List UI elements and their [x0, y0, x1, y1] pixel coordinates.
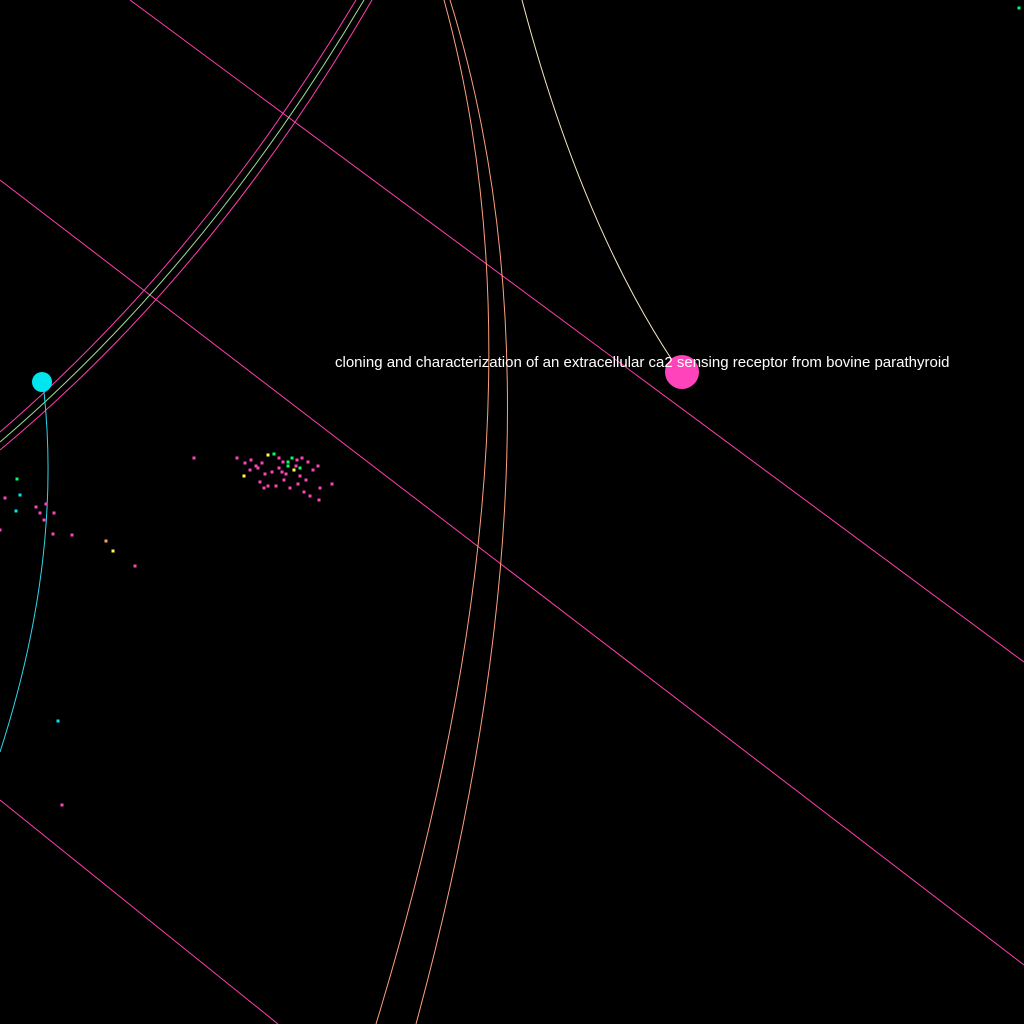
graph-node[interactable] [263, 472, 267, 476]
graph-node[interactable] [302, 490, 306, 494]
graph-node[interactable] [288, 486, 292, 490]
graph-node[interactable] [60, 803, 64, 807]
graph-node[interactable] [258, 480, 262, 484]
graph-node[interactable] [56, 719, 60, 723]
graph-node[interactable] [298, 474, 302, 478]
graph-node[interactable] [308, 494, 312, 498]
graph-node[interactable] [3, 496, 7, 500]
graph-node[interactable] [295, 458, 299, 462]
graph-node[interactable] [52, 511, 56, 515]
graph-node[interactable] [280, 470, 284, 474]
edge [0, 391, 49, 753]
graph-node[interactable] [256, 466, 260, 470]
graph-node[interactable] [277, 466, 281, 470]
graph-node[interactable] [311, 468, 315, 472]
graph-node[interactable] [318, 486, 322, 490]
graph-node[interactable] [18, 493, 22, 497]
graph-node[interactable] [192, 456, 196, 460]
graph-node[interactable] [51, 532, 55, 536]
graph-node[interactable] [249, 458, 253, 462]
graph-node[interactable] [104, 539, 108, 543]
edge [129, 0, 1024, 663]
node-layer[interactable] [32, 355, 699, 392]
graph-node[interactable] [281, 460, 285, 464]
graph-node[interactable] [304, 478, 308, 482]
graph-node[interactable] [254, 464, 258, 468]
graph-node[interactable] [14, 509, 18, 513]
graph-node[interactable] [243, 461, 247, 465]
graph-node[interactable] [296, 482, 300, 486]
secondary-node[interactable] [32, 372, 52, 392]
node-cluster-layer [0, 6, 1021, 807]
graph-node[interactable] [38, 511, 42, 515]
graph-node[interactable] [270, 470, 274, 474]
graph-node[interactable] [284, 472, 288, 476]
graph-node[interactable] [42, 518, 46, 522]
graph-node[interactable] [133, 564, 137, 568]
graph-node[interactable] [290, 456, 294, 460]
graph-node[interactable] [316, 464, 320, 468]
graph-node[interactable] [317, 498, 321, 502]
focused-node[interactable] [665, 355, 699, 389]
graph-node[interactable] [44, 502, 48, 506]
graph-node[interactable] [266, 484, 270, 488]
graph-node[interactable] [272, 452, 276, 456]
graph-node[interactable] [306, 460, 310, 464]
edge [0, 0, 357, 433]
graph-node[interactable] [1017, 6, 1021, 10]
edge [415, 0, 508, 1024]
graph-node[interactable] [260, 461, 264, 465]
graph-node[interactable] [274, 484, 278, 488]
edge [0, 0, 365, 443]
edge [0, 179, 1024, 966]
focused-node-label: cloning and characterization of an extra… [335, 354, 950, 371]
graph-node[interactable] [330, 482, 334, 486]
graph-node[interactable] [248, 468, 252, 472]
graph-node[interactable] [292, 468, 296, 472]
graph-node[interactable] [266, 453, 270, 457]
graph-node[interactable] [277, 456, 281, 460]
graph-node[interactable] [70, 533, 74, 537]
graph-node[interactable] [15, 477, 19, 481]
graph-node[interactable] [282, 478, 286, 482]
graph-node[interactable] [235, 456, 239, 460]
graph-node[interactable] [262, 486, 266, 490]
graph-node[interactable] [242, 474, 246, 478]
graph-node[interactable] [34, 505, 38, 509]
edge [521, 0, 673, 361]
edge [375, 0, 490, 1024]
edge [0, 0, 373, 451]
edge [0, 799, 279, 1024]
graph-node[interactable] [294, 464, 298, 468]
graph-node[interactable] [298, 466, 302, 470]
graph-node[interactable] [286, 464, 290, 468]
graph-node[interactable] [111, 549, 115, 553]
graph-node[interactable] [300, 456, 304, 460]
graph-node[interactable] [286, 460, 290, 464]
graph-node[interactable] [0, 528, 2, 532]
